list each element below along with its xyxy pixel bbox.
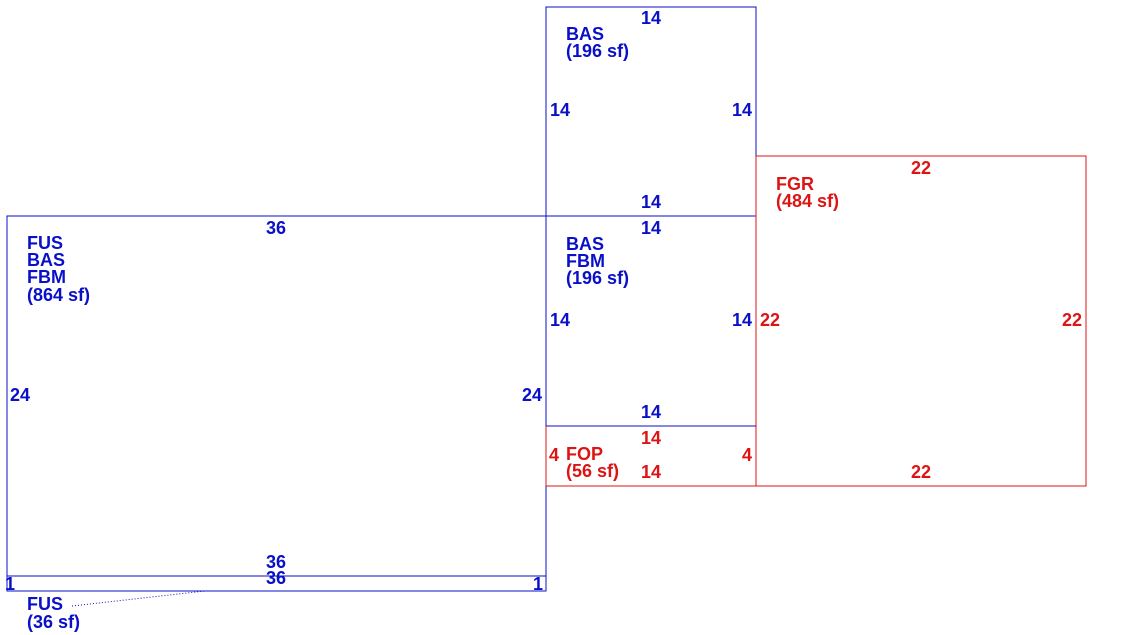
section-garage-outline <box>755 155 1087 487</box>
section-main: FUS BAS FBM (864 sf) 36 36 24 24 <box>6 215 547 577</box>
section-garage-area: (484 sf) <box>776 191 839 211</box>
section-upper-bas-dim-right: 14 <box>732 100 752 120</box>
section-porch-dim-bottom: 14 <box>641 462 661 482</box>
section-garage-dim-bottom: 22 <box>911 462 931 482</box>
section-garage: FGR (484 sf) 22 22 22 22 <box>755 155 1087 487</box>
section-porch-dim-right: 4 <box>742 445 752 465</box>
section-garage-dim-right: 22 <box>1062 310 1082 330</box>
section-upper-bas-area: (196 sf) <box>566 41 629 61</box>
section-mid-bas-dim-left: 14 <box>550 310 570 330</box>
section-strip-dim-right: 1 <box>533 574 543 594</box>
section-mid-bas-area: (196 sf) <box>566 268 629 288</box>
section-main-code-2: BAS <box>27 250 65 270</box>
section-upper-bas-dim-left: 14 <box>550 100 570 120</box>
section-upper-bas-code-1: BAS <box>566 24 604 44</box>
section-main-area: (864 sf) <box>27 285 90 305</box>
section-strip-dim-left: 1 <box>5 574 15 594</box>
section-porch-area: (56 sf) <box>566 461 619 481</box>
section-porch-dim-left: 4 <box>549 445 559 465</box>
section-mid-bas-code-2: FBM <box>566 251 605 271</box>
section-garage-code-1: FGR <box>776 174 814 194</box>
section-strip-area: (36 sf) <box>27 612 80 632</box>
section-main-dim-left: 24 <box>10 385 30 405</box>
section-upper-bas-dim-top: 14 <box>641 8 661 28</box>
section-strip-leader-line <box>71 590 206 607</box>
section-garage-dim-left: 22 <box>760 310 780 330</box>
section-main-code-1: FUS <box>27 233 63 253</box>
section-strip: 36 1 1 FUS (36 sf) <box>5 568 547 632</box>
section-porch-code-1: FOP <box>566 444 603 464</box>
section-main-dim-top: 36 <box>266 218 286 238</box>
section-main-outline <box>6 215 547 577</box>
section-mid-bas-code-1: BAS <box>566 234 604 254</box>
section-upper-bas-dim-bottom: 14 <box>641 192 661 212</box>
section-upper-bas: BAS (196 sf) 14 14 14 14 <box>545 6 757 217</box>
section-strip-outline <box>6 575 547 592</box>
section-porch-dim-top: 14 <box>641 428 661 448</box>
section-main-dim-right: 24 <box>522 385 542 405</box>
section-mid-bas-dim-top: 14 <box>641 218 661 238</box>
section-strip-dim-top: 36 <box>266 568 286 588</box>
section-mid-bas-dim-right: 14 <box>732 310 752 330</box>
section-porch: FOP (56 sf) 14 14 4 4 <box>545 425 757 487</box>
section-mid-bas: BAS FBM (196 sf) 14 14 14 14 <box>545 215 757 427</box>
section-main-dim-bottom: 36 <box>266 552 286 572</box>
section-mid-bas-dim-bottom: 14 <box>641 402 661 422</box>
section-garage-dim-top: 22 <box>911 158 931 178</box>
section-strip-code-1: FUS <box>27 594 63 614</box>
section-main-code-3: FBM <box>27 267 66 287</box>
